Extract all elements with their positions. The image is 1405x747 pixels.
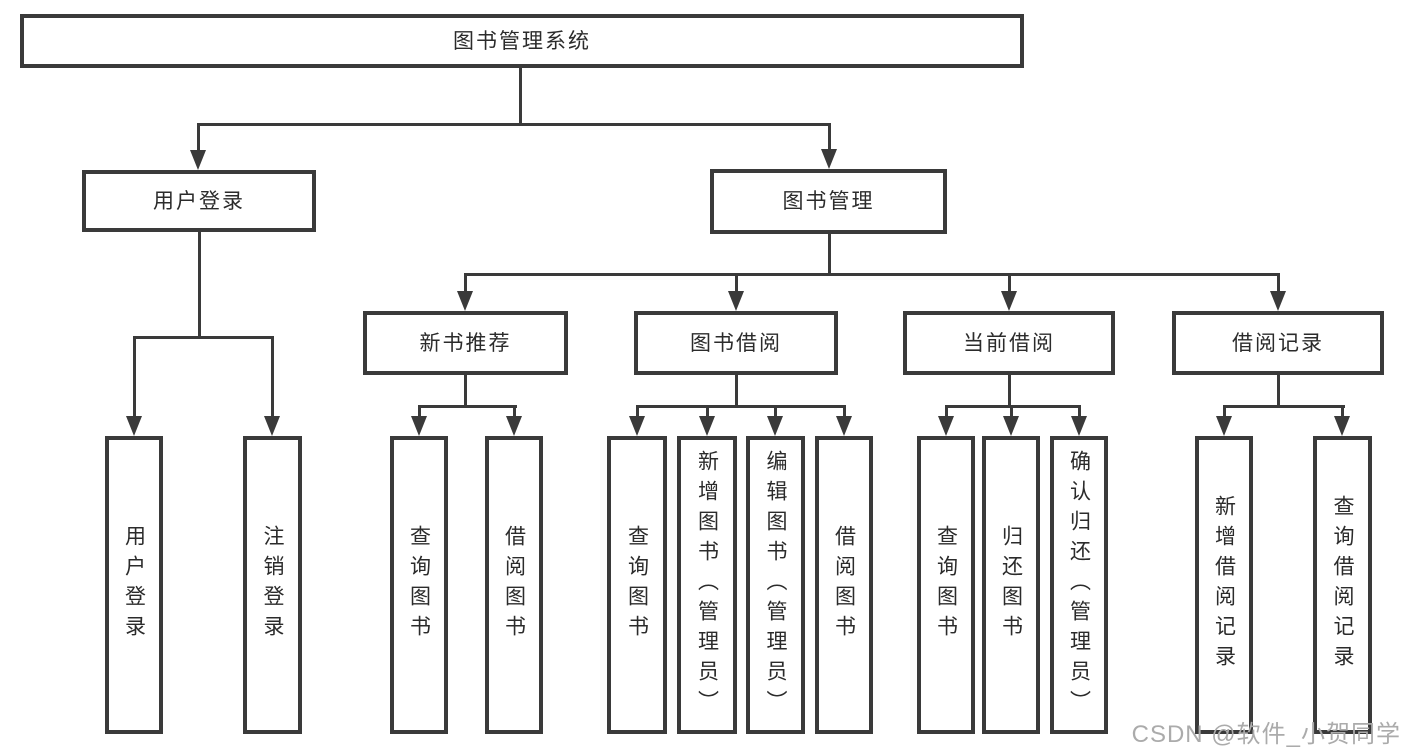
arrow-down-icon bbox=[821, 149, 837, 169]
connector-vline bbox=[1077, 405, 1081, 417]
connector-vline bbox=[270, 336, 274, 417]
connector-vline bbox=[463, 375, 467, 405]
connector-vline bbox=[827, 234, 831, 273]
leaf-user-login-label: 用户登录 bbox=[122, 525, 146, 645]
connector-vline bbox=[196, 123, 200, 151]
arrow-down-icon bbox=[629, 416, 645, 436]
connector-vline bbox=[635, 405, 639, 417]
connector-hline bbox=[196, 123, 831, 126]
connector-vline bbox=[1222, 405, 1226, 417]
leaf-cb-return-books-label: 归还图书 bbox=[999, 525, 1023, 645]
leaf-nbr-borrow-books: 借阅图书 bbox=[485, 436, 543, 734]
leaf-bb-borrow-books-label: 借阅图书 bbox=[832, 525, 856, 645]
leaf-logout: 注销登录 bbox=[243, 436, 302, 734]
arrow-down-icon bbox=[836, 416, 852, 436]
leaf-cb-query-books-label: 查询图书 bbox=[934, 525, 958, 645]
connector-vline bbox=[463, 273, 467, 292]
leaf-cb-query-books: 查询图书 bbox=[917, 436, 975, 734]
connector-vline bbox=[1007, 375, 1011, 405]
arrow-down-icon bbox=[728, 291, 744, 311]
arrow-down-icon bbox=[938, 416, 954, 436]
leaf-nbr-query-books-label: 查询图书 bbox=[407, 525, 431, 645]
leaf-nbr-borrow-books-label: 借阅图书 bbox=[502, 525, 526, 645]
leaf-user-login: 用户登录 bbox=[105, 436, 163, 734]
csdn-watermark: CSDN @软件_小贺同学 bbox=[1131, 721, 1401, 747]
arrow-down-icon bbox=[457, 291, 473, 311]
connector-vline bbox=[132, 336, 136, 417]
node-book-borrowing: 图书借阅 bbox=[634, 311, 838, 375]
arrow-down-icon bbox=[1003, 416, 1019, 436]
arrow-down-icon bbox=[264, 416, 280, 436]
leaf-br-query-record-label: 查询借阅记录 bbox=[1331, 495, 1354, 675]
connector-vline bbox=[1276, 375, 1280, 405]
connector-vline bbox=[1340, 405, 1344, 417]
connector-vline bbox=[512, 405, 516, 417]
arrow-down-icon bbox=[506, 416, 522, 436]
connector-vline bbox=[944, 405, 948, 417]
connector-vline bbox=[827, 123, 831, 150]
connector-vline bbox=[734, 375, 738, 405]
leaf-br-add-record: 新增借阅记录 bbox=[1195, 436, 1253, 734]
connector-hline bbox=[417, 405, 517, 408]
connector-vline bbox=[705, 405, 709, 417]
node-new-book-recommend-label: 新书推荐 bbox=[419, 331, 512, 355]
arrow-down-icon bbox=[699, 416, 715, 436]
connector-hline bbox=[1222, 405, 1345, 408]
connector-vline bbox=[1007, 273, 1011, 292]
leaf-bb-add-books: 新增图书（管理员） bbox=[677, 436, 737, 734]
connector-vline bbox=[518, 68, 522, 123]
leaf-bb-query-books: 查询图书 bbox=[607, 436, 667, 734]
leaf-cb-return-books: 归还图书 bbox=[982, 436, 1040, 734]
arrow-down-icon bbox=[190, 150, 206, 170]
arrow-down-icon bbox=[1071, 416, 1087, 436]
leaf-bb-add-books-label: 新增图书（管理员） bbox=[695, 450, 719, 720]
arrow-down-icon bbox=[1216, 416, 1232, 436]
node-current-borrowing: 当前借阅 bbox=[903, 311, 1115, 375]
leaf-logout-label: 注销登录 bbox=[261, 525, 284, 645]
leaf-nbr-query-books: 查询图书 bbox=[390, 436, 448, 734]
connector-vline bbox=[842, 405, 846, 417]
arrow-down-icon bbox=[1334, 416, 1350, 436]
node-book-borrowing-label: 图书借阅 bbox=[690, 331, 782, 355]
connector-vline bbox=[734, 273, 738, 292]
node-root: 图书管理系统 bbox=[20, 14, 1024, 68]
node-user-login-label: 用户登录 bbox=[153, 189, 245, 213]
arrow-down-icon bbox=[126, 416, 142, 436]
leaf-bb-query-books-label: 查询图书 bbox=[625, 525, 649, 645]
connector-vline bbox=[773, 405, 777, 417]
connector-vline bbox=[197, 232, 201, 336]
arrow-down-icon bbox=[1001, 291, 1017, 311]
connector-vline bbox=[1276, 273, 1280, 292]
leaf-cb-confirm-return: 确认归还（管理员） bbox=[1050, 436, 1108, 734]
node-root-label: 图书管理系统 bbox=[453, 29, 591, 53]
connector-hline bbox=[944, 405, 1081, 408]
connector-hline bbox=[463, 273, 1280, 276]
node-new-book-recommend: 新书推荐 bbox=[363, 311, 568, 375]
connector-hline bbox=[132, 336, 274, 339]
node-current-borrowing-label: 当前借阅 bbox=[963, 331, 1055, 355]
leaf-bb-borrow-books: 借阅图书 bbox=[815, 436, 873, 734]
leaf-cb-confirm-return-label: 确认归还（管理员） bbox=[1067, 450, 1091, 720]
arrow-down-icon bbox=[411, 416, 427, 436]
leaf-bb-edit-books-label: 编辑图书（管理员） bbox=[764, 450, 787, 720]
connector-vline bbox=[1009, 405, 1013, 417]
node-book-management-label: 图书管理 bbox=[782, 190, 875, 213]
node-user-login: 用户登录 bbox=[82, 170, 316, 232]
node-borrowing-records-label: 借阅记录 bbox=[1232, 331, 1324, 355]
connector-vline bbox=[417, 405, 421, 417]
arrow-down-icon bbox=[1270, 291, 1286, 311]
node-book-management: 图书管理 bbox=[710, 169, 947, 234]
node-borrowing-records: 借阅记录 bbox=[1172, 311, 1384, 375]
connector-hline bbox=[635, 405, 846, 408]
leaf-bb-edit-books: 编辑图书（管理员） bbox=[746, 436, 805, 734]
leaf-br-query-record: 查询借阅记录 bbox=[1313, 436, 1372, 734]
leaf-br-add-record-label: 新增借阅记录 bbox=[1212, 495, 1236, 675]
arrow-down-icon bbox=[767, 416, 783, 436]
